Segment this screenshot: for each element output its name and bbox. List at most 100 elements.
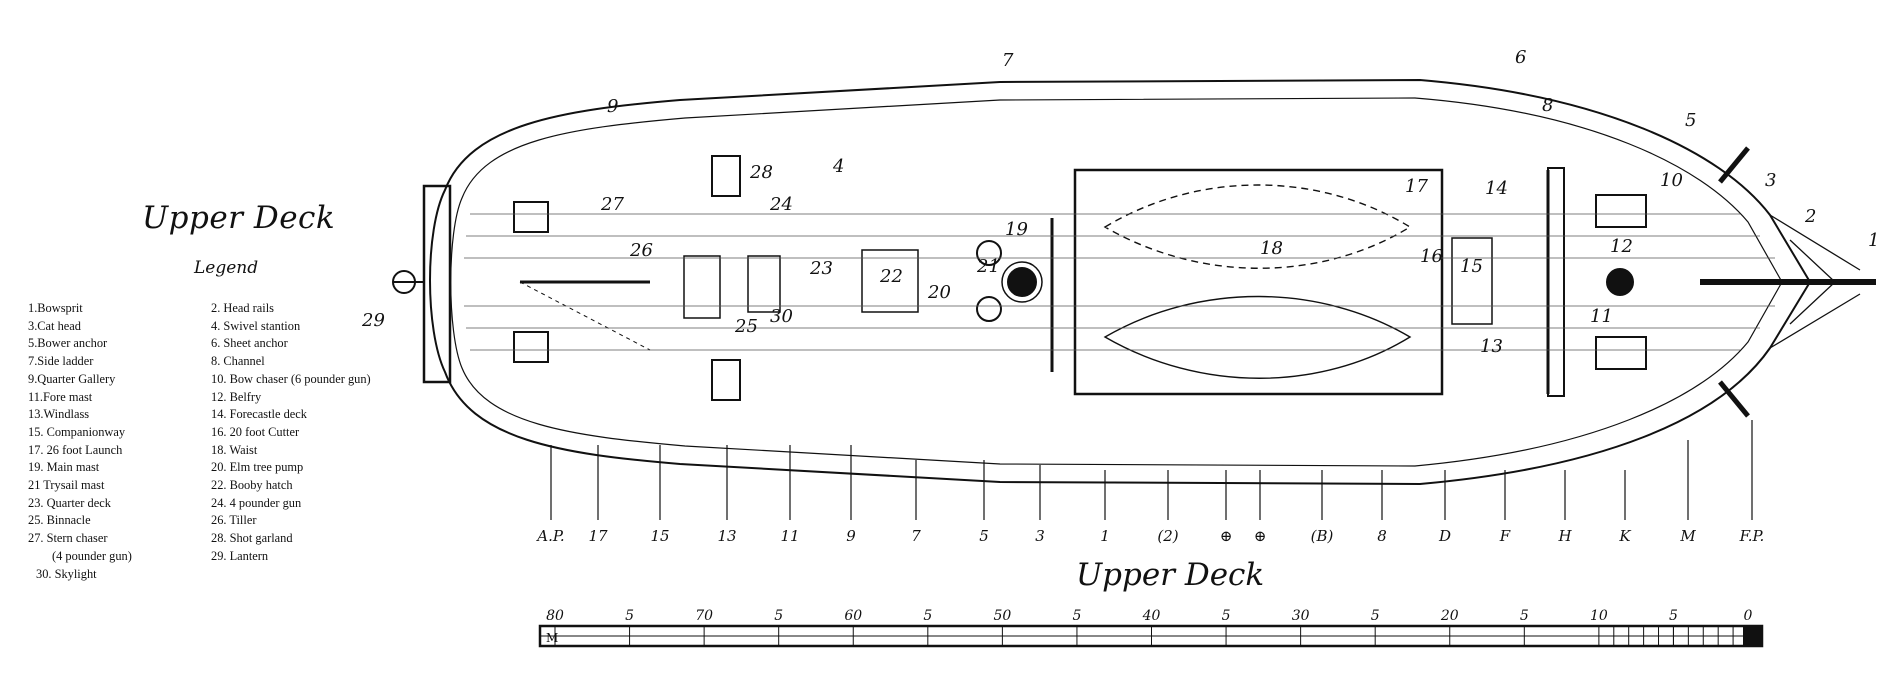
legend-item: 20. Elm tree pump	[211, 460, 304, 475]
scale-label: 5	[774, 608, 783, 624]
station-label: D	[1438, 527, 1451, 545]
stern-chaser-lower	[513, 331, 549, 363]
scale-label: 80	[546, 608, 564, 624]
legend-item: 16. 20 foot Cutter	[211, 424, 300, 439]
legend-item: 5.Bower anchor	[28, 336, 108, 351]
station-label: F	[1499, 527, 1511, 545]
cat-head-upper	[1718, 146, 1750, 184]
scale-label: 5	[1669, 608, 1678, 624]
callout-label: 16	[1420, 246, 1443, 267]
callout-label: 21	[976, 256, 1000, 277]
scale-label: 5	[625, 608, 634, 624]
launch-outline	[1103, 184, 1412, 269]
callout-label: 11	[1590, 306, 1613, 327]
legend-item: 25. Binnacle	[28, 513, 91, 528]
fore-mast	[1606, 268, 1634, 296]
legend-item: 27. Stern chaser	[28, 531, 108, 546]
callout-label: 17	[1405, 176, 1428, 197]
legend-item: 12. Belfry	[211, 389, 262, 404]
pump-upper	[976, 240, 1002, 266]
scale-label: 5	[1520, 608, 1529, 624]
legend-item: 24. 4 pounder gun	[211, 495, 302, 510]
callout-label: 22	[879, 266, 903, 287]
station-ticks	[550, 420, 1753, 520]
legend-item: 11.Fore mast	[28, 389, 93, 404]
station-label: F.P.	[1739, 527, 1765, 545]
station-label: 17	[588, 527, 608, 545]
station-label: H	[1557, 527, 1572, 545]
callout-label: 20	[927, 282, 951, 303]
legend-item: 17. 26 foot Launch	[28, 442, 123, 457]
stern-chaser-upper	[513, 201, 549, 233]
legend-item: 19. Main mast	[28, 460, 100, 475]
companionway	[1451, 237, 1493, 325]
head-rails	[1769, 214, 1861, 349]
legend-heading: Legend	[194, 258, 259, 278]
bow-chaser-lower	[1595, 336, 1647, 370]
plan-title: Upper Deck	[142, 200, 336, 236]
station-label: K	[1618, 527, 1631, 545]
scale-label: 10	[1590, 608, 1608, 624]
deck-planking	[464, 213, 1775, 351]
legend-item: 13.Windlass	[28, 407, 90, 422]
gun-port-lower	[711, 359, 741, 401]
callout-label: 1	[1868, 230, 1879, 251]
station-label: 9	[846, 527, 856, 545]
callout-label: 9	[607, 96, 618, 117]
callout-label: 25	[734, 316, 758, 337]
scale-label: 5	[1371, 608, 1380, 624]
legend-item: 9.Quarter Gallery	[28, 371, 116, 386]
callout-label: 23	[809, 258, 833, 279]
station-label: ⊕	[1254, 527, 1267, 545]
bow-chaser-upper	[1595, 194, 1647, 228]
hull-outline	[429, 78, 1812, 486]
legend-item: 2. Head rails	[211, 301, 274, 315]
legend-item: 3.Cat head	[28, 318, 81, 333]
scale-unit-label: M	[546, 631, 558, 645]
callout-label: 5	[1685, 110, 1696, 131]
legend-item: 8. Channel	[211, 354, 265, 369]
legend-left-column: 1.Bowsprit 3.Cat head 5.Bower anchor 7.S…	[28, 300, 132, 583]
scale-label: 40	[1142, 608, 1161, 624]
cat-head-lower	[1718, 380, 1750, 418]
legend-item: 7.Side ladder	[28, 354, 94, 369]
callout-label: 28	[749, 162, 773, 183]
station-label: 1	[1100, 527, 1110, 545]
callout-label: 3	[1765, 170, 1776, 191]
pump-lower	[976, 296, 1002, 322]
tiller-arc	[519, 281, 651, 351]
callout-label: 15	[1460, 256, 1483, 277]
legend-item: 15. Companionway	[28, 424, 126, 439]
callout-label: 7	[1002, 50, 1014, 71]
scale-label: 60	[844, 608, 862, 624]
scale-label: 5	[1072, 608, 1081, 624]
callout-label: 2	[1804, 206, 1816, 227]
scale-label: 5	[923, 608, 932, 624]
hull-inner-rail	[450, 97, 1783, 467]
station-label: (B)	[1311, 527, 1334, 545]
stern-transom	[422, 184, 452, 384]
callout-label: 30	[770, 306, 793, 327]
callout-label: 24	[769, 194, 793, 215]
scale-bar	[538, 624, 1764, 648]
main-mast	[1007, 267, 1037, 297]
legend-item: 30. Skylight	[36, 566, 97, 581]
callout-label: 29	[361, 310, 385, 331]
booby-hatch	[861, 249, 919, 313]
scale-label: 0	[1744, 608, 1753, 624]
callout-label: 13	[1480, 336, 1503, 357]
legend-item: 28. Shot garland	[211, 531, 293, 546]
station-label: ⊕	[1220, 527, 1233, 545]
station-label: 5	[979, 527, 989, 545]
plan-title-lower: Upper Deck	[1076, 557, 1265, 593]
station-label: 11	[780, 527, 799, 545]
binnacle	[683, 255, 721, 319]
scale-label: 70	[695, 608, 713, 624]
scale-label: 30	[1292, 608, 1310, 624]
station-label: 7	[911, 527, 921, 545]
legend-right-column: 2. Head rails 4. Swivel stantion 6. Shee…	[211, 300, 371, 566]
legend-item: 22. Booby hatch	[211, 478, 293, 493]
